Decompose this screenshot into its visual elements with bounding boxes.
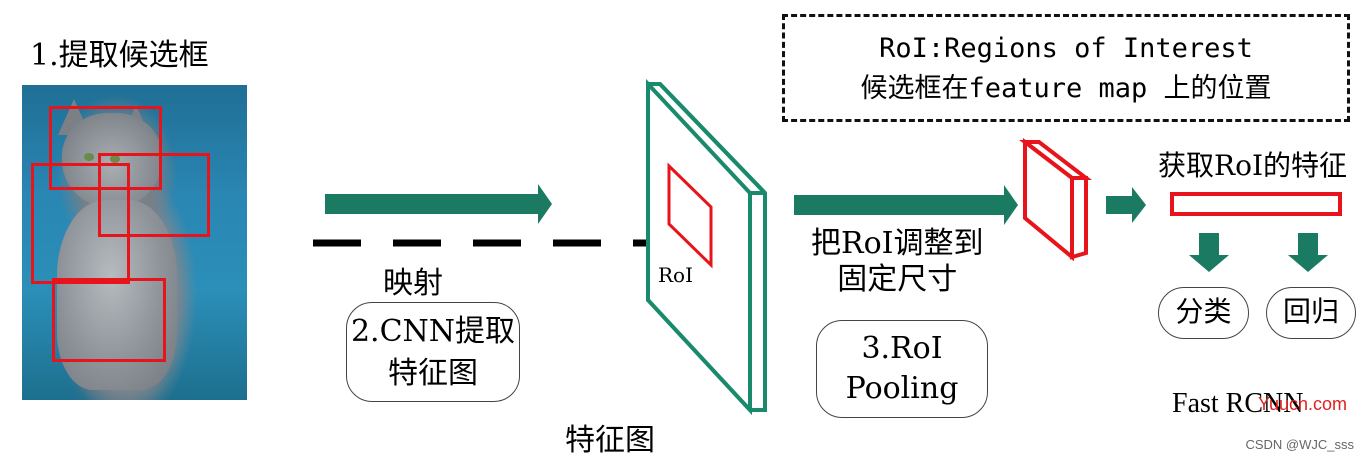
pooled-roi-block bbox=[1019, 137, 1092, 262]
candidate-box-chest bbox=[98, 153, 210, 237]
step3-box: 3.RoI Pooling bbox=[816, 320, 988, 418]
resize-label-line1: 把RoI调整到 bbox=[811, 226, 984, 261]
resize-label-line2: 固定尺寸 bbox=[837, 262, 958, 297]
footer-watermark: CSDN @WJC_sss bbox=[1245, 437, 1354, 452]
classify-down-arrow bbox=[1189, 233, 1229, 272]
feature-arrow bbox=[1106, 187, 1146, 223]
mapping-dashed-arrow bbox=[313, 234, 672, 252]
candidate-box-left bbox=[31, 163, 130, 284]
note-line1: RoI:Regions of Interest bbox=[879, 33, 1253, 64]
step2-label-line2: 特征图 bbox=[388, 356, 478, 391]
regress-label: 回归 bbox=[1282, 295, 1339, 328]
cat-photo bbox=[22, 85, 247, 400]
feature-map-slab bbox=[646, 78, 767, 416]
cnn-arrow bbox=[325, 184, 552, 224]
cat-eye-right bbox=[110, 155, 120, 163]
candidate-box-legs bbox=[52, 278, 166, 362]
step2-box: 2.CNN提取 特征图 bbox=[346, 302, 520, 402]
classify-label: 分类 bbox=[1175, 295, 1232, 328]
step3-label-line2: Pooling bbox=[845, 371, 959, 406]
regress-box: 回归 bbox=[1266, 287, 1356, 339]
step1-title: 1.提取候选框 bbox=[30, 38, 209, 73]
roi-small-label: RoI bbox=[658, 263, 693, 287]
roi-feature-vector bbox=[1170, 192, 1342, 216]
classify-box: 分类 bbox=[1158, 287, 1249, 339]
overlay-watermark: Yuucn.com bbox=[1258, 394, 1348, 414]
note-line2: 候选框在feature map 上的位置 bbox=[860, 73, 1272, 104]
regress-down-arrow bbox=[1288, 233, 1328, 272]
step2-label-line1: 2.CNN提取 bbox=[350, 314, 516, 349]
roi-pooling-arrow bbox=[794, 185, 1018, 225]
resize-label: 把RoI调整到 固定尺寸 bbox=[811, 226, 984, 298]
get-feature-label: 获取RoI的特征 bbox=[1158, 149, 1348, 182]
candidate-box-head bbox=[49, 106, 162, 190]
step3-label-line1: 3.RoI bbox=[861, 331, 943, 366]
cat-body bbox=[57, 200, 177, 390]
cat-eye-left bbox=[84, 153, 94, 161]
feature-map-label: 特征图 bbox=[565, 423, 655, 458]
caption: Fast RCNN bbox=[1172, 388, 1304, 419]
roi-on-feature-map bbox=[667, 162, 713, 269]
mapping-label: 映射 bbox=[383, 266, 443, 301]
roi-definition-note: RoI:Regions of Interest 候选框在feature map … bbox=[782, 14, 1350, 122]
